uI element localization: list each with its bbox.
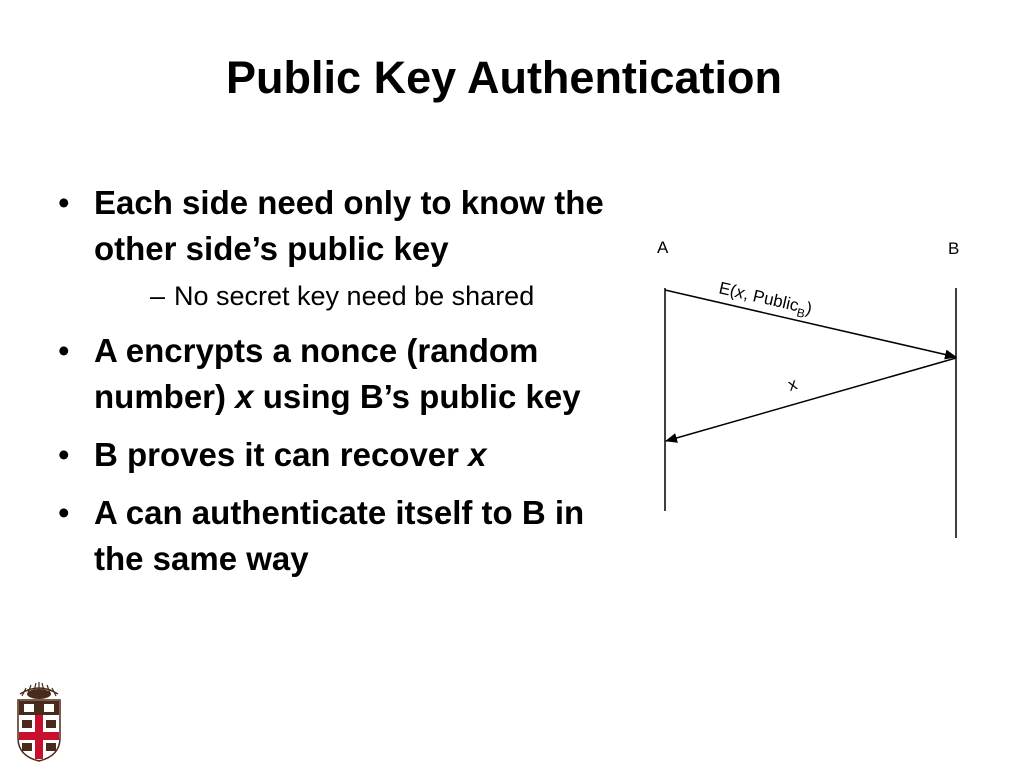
party-a-label: A <box>657 238 669 257</box>
bullet-text: Each side need only to know the other si… <box>94 184 604 267</box>
bullet-list: • Each side need only to know the other … <box>58 180 618 594</box>
protocol-diagram: A B E(x, PublicB) x <box>657 238 959 538</box>
sub-bullet-item: – No secret key need be shared <box>94 278 618 314</box>
message-1-label: E(x, PublicB) <box>716 278 814 322</box>
bullet-text: B proves it can recover <box>94 436 469 473</box>
bullet-text: A encrypts a nonce (random number) <box>94 332 539 415</box>
bullet-dot: • <box>58 436 70 473</box>
bullet-item: • A can authenticate itself to B in the … <box>58 490 618 582</box>
bullet-text: A can authenticate itself to B in the sa… <box>94 494 585 577</box>
university-crest-icon <box>17 682 61 762</box>
party-b-label: B <box>948 239 959 258</box>
bullet-variable: x <box>235 378 254 415</box>
bullet-variable: x <box>468 436 487 473</box>
bullet-text: using B’s public key <box>253 378 581 415</box>
bullet-item: • B proves it can recover x <box>58 432 618 478</box>
bullet-dot: • <box>58 184 70 221</box>
sub-bullet-dash: – <box>150 281 166 311</box>
message-arrow-b-to-a <box>665 357 957 443</box>
sub-bullet-text: No secret key need be shared <box>174 281 535 311</box>
message-arrow-a-to-b <box>664 289 957 360</box>
slide-title: Public Key Authentication <box>226 52 782 103</box>
bullet-item: • A encrypts a nonce (random number) x u… <box>58 328 618 420</box>
message-2-label: x <box>786 374 800 395</box>
bullet-dot: • <box>58 494 70 531</box>
bullet-item: • Each side need only to know the other … <box>58 180 618 314</box>
bullet-dot: • <box>58 332 70 369</box>
